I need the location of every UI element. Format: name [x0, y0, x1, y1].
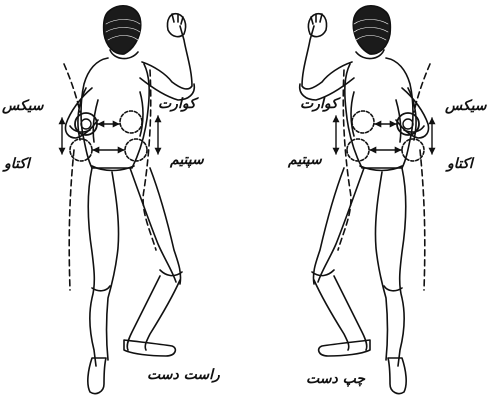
label-octave-right-fig: اکتاو	[447, 157, 473, 171]
fencer-right-handed	[62, 6, 194, 394]
label-sixte-right-fig: سیکس	[445, 99, 487, 113]
label-sixte-left-fig: سیکس	[2, 99, 44, 113]
label-quarte-left-fig: کوارت	[158, 97, 196, 111]
label-septime-right-fig: سپتیم	[288, 153, 322, 167]
caption-right-handed: راست دست	[147, 368, 220, 382]
label-octave-left-fig: اکتاو	[4, 157, 30, 171]
label-quarte-right-fig: کوارت	[300, 97, 338, 111]
fencer-left-handed	[300, 6, 432, 394]
caption-left-handed: چپ دست	[306, 372, 365, 386]
label-septime-left-fig: سپتیم	[170, 153, 204, 167]
